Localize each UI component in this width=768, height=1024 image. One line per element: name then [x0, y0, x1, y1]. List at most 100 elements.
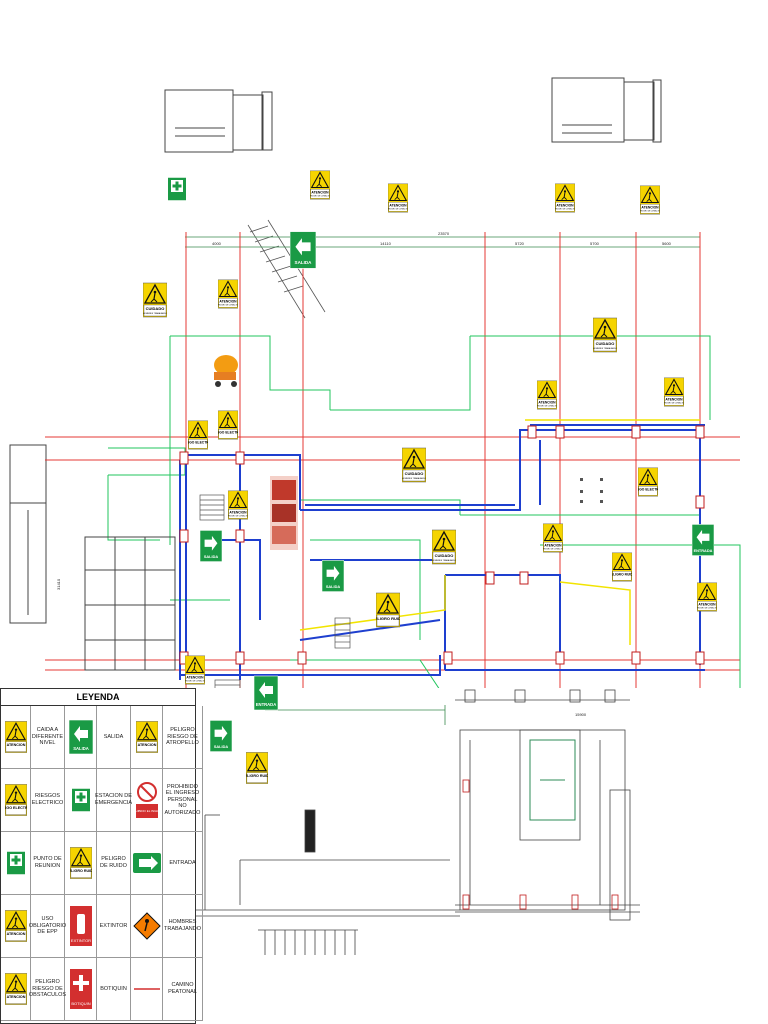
- svg-text:ATENCION: ATENCION: [6, 743, 25, 747]
- svg-text:ATENCION: ATENCION: [6, 995, 25, 999]
- dimension-label: 15900: [575, 712, 587, 717]
- svg-text:SALIDA: SALIDA: [326, 585, 341, 589]
- legend-icon: SALIDA: [65, 706, 97, 769]
- svg-text:RIESGO ELECTRICO: RIESGO ELECTRICO: [5, 806, 27, 810]
- legend-label: RIESGOS ELECTRICO: [31, 769, 65, 832]
- atencion-sign: ATENCION PELIGRO DE CONTACTO: [184, 648, 206, 697]
- legend-label: PELIGRO RIESGO DE OBSTACULOS: [29, 958, 66, 1021]
- svg-text:PELIGRO RUIDO: PELIGRO RUIDO: [612, 572, 632, 576]
- salida-sign: SALIDA: [209, 708, 233, 769]
- svg-text:PELIGRO DE CONTACTO: PELIGRO DE CONTACTO: [185, 680, 205, 683]
- salida-sign: SALIDA: [321, 548, 345, 609]
- legend-icon: ATENCION: [1, 895, 31, 958]
- svg-text:ENTRADA: ENTRADA: [694, 549, 713, 553]
- dimension-label: 23570: [438, 231, 450, 236]
- svg-text:HOMBRES TRABAJANDO: HOMBRES TRABAJANDO: [593, 347, 617, 350]
- dimension-label: 5600: [662, 241, 672, 246]
- truck-top-left: [164, 89, 273, 153]
- svg-text:PELIGRO DE CONTACTO: PELIGRO DE CONTACTO: [218, 304, 238, 307]
- svg-text:ATENCION: ATENCION: [556, 203, 574, 207]
- svg-text:BOTIQUIN: BOTIQUIN: [71, 1001, 90, 1006]
- atencion-sign: ATENCION PELIGRO DE CONTACTO: [387, 178, 409, 223]
- legend-icon: RIESGO ELECTRICO: [1, 769, 31, 832]
- svg-text:CUIDADO: CUIDADO: [405, 471, 424, 476]
- legend-label: EXTINTOR: [97, 895, 131, 958]
- scaffold-left: [84, 536, 176, 671]
- equipment-panel: [270, 476, 298, 550]
- svg-text:ENTRADA: ENTRADA: [256, 702, 276, 707]
- svg-text:PELIGRO DE CONTACTO: PELIGRO DE CONTACTO: [555, 208, 575, 211]
- svg-text:ATENCION: ATENCION: [6, 932, 25, 936]
- atencion-sign: ATENCION PELIGRO DE CONTACTO: [309, 165, 331, 210]
- svg-text:PELIGRO RUIDO: PELIGRO RUIDO: [246, 774, 268, 778]
- svg-text:PELIGRO DE CONTACTO: PELIGRO DE CONTACTO: [664, 402, 684, 405]
- svg-text:RIESGO ELECTRICO: RIESGO ELECTRICO: [188, 440, 208, 444]
- legend-icon: [1, 832, 31, 895]
- legend-icon: [65, 769, 97, 832]
- svg-text:ATENCION: ATENCION: [538, 400, 556, 404]
- lower-structure: [195, 689, 640, 955]
- svg-text:RIESGO ELECTRICO: RIESGO ELECTRICO: [638, 487, 658, 491]
- dimension-label: 14110: [380, 241, 392, 246]
- peligro-ruido-sign: PELIGRO RUIDO: [372, 585, 404, 640]
- legend-label: USO OBLIGATORIO DE EPP: [29, 895, 66, 958]
- svg-text:CUIDADO: CUIDADO: [596, 341, 615, 346]
- legend-title: LEYENDA: [1, 689, 195, 706]
- small-stairs: [199, 494, 351, 688]
- legend-icon: EXTINTOR: [65, 895, 97, 958]
- svg-text:PELIGRO DE CONTACTO: PELIGRO DE CONTACTO: [388, 208, 408, 211]
- legend-label: BOTIQUIN: [97, 958, 131, 1021]
- legend-label: PELIGRO DE RUIDO: [97, 832, 131, 895]
- svg-text:PELIGRO DE CONTACTO: PELIGRO DE CONTACTO: [310, 195, 330, 198]
- legend-icon: ATENCION: [1, 958, 31, 1021]
- legend-icon: PROHIBIDO EL INGRESO: [131, 769, 163, 832]
- atencion-sign: ATENCION PELIGRO DE CONTACTO: [536, 373, 558, 422]
- yellow-lines: [299, 419, 700, 645]
- legend-icon: [131, 895, 163, 958]
- svg-text:CUIDADO: CUIDADO: [146, 306, 165, 311]
- svg-text:SALIDA: SALIDA: [73, 746, 89, 751]
- svg-text:PELIGRO DE CONTACTO: PELIGRO DE CONTACTO: [537, 405, 557, 408]
- peligro-ruido-sign: PELIGRO RUIDO: [242, 740, 272, 801]
- concrete-mixer-icon: [214, 355, 238, 387]
- atencion-sign: ATENCION PELIGRO DE CONTACTO: [542, 516, 564, 565]
- dimension-label: 5720: [515, 241, 525, 246]
- riesgo-electrico-sign: RIESGO ELECTRICO: [631, 462, 665, 507]
- svg-text:PELIGRO RUIDO: PELIGRO RUIDO: [70, 869, 92, 873]
- salida-sign: SALIDA: [199, 518, 223, 579]
- svg-text:SALIDA: SALIDA: [295, 260, 313, 265]
- legend-icon: [131, 832, 163, 895]
- svg-text:SALIDA: SALIDA: [204, 555, 219, 559]
- legend-grid: ATENCION CAIDA A DIFERENTE NIVEL SALIDA …: [1, 706, 203, 1021]
- atencion-sign: ATENCION PELIGRO DE CONTACTO: [554, 178, 576, 223]
- riesgo-electrico-sign: RIESGO ELECTRICO: [181, 418, 215, 457]
- legend-label: CAIDA A DIFERENTE NIVEL: [31, 706, 65, 769]
- svg-text:ATENCION: ATENCION: [186, 675, 204, 679]
- legend-icon: ATENCION: [131, 706, 163, 769]
- legend-label: SALIDA: [97, 706, 131, 769]
- punto-reunion-sign: [168, 166, 186, 217]
- atencion-sign: ATENCION PELIGRO DE CONTACTO: [227, 483, 249, 532]
- svg-text:ATENCION: ATENCION: [311, 190, 329, 194]
- legend-icon: PELIGRO RUIDO: [65, 832, 97, 895]
- atencion-sign: ATENCION PELIGRO DE CONTACTO: [696, 575, 718, 624]
- legend-label: CAMINO PEATONAL: [163, 958, 203, 1021]
- entrada-sign: ENTRADA: [691, 512, 715, 573]
- svg-text:PELIGRO DE CONTACTO: PELIGRO DE CONTACTO: [697, 607, 717, 610]
- legend-icon: [131, 958, 163, 1021]
- svg-text:ATENCION: ATENCION: [389, 203, 407, 207]
- svg-text:HOMBRES TRABAJANDO: HOMBRES TRABAJANDO: [402, 477, 426, 480]
- svg-text:ATENCION: ATENCION: [229, 510, 247, 514]
- cuidado-sign: CUIDADO HOMBRES TRABAJANDO: [431, 517, 456, 582]
- cuidado-sign: CUIDADO HOMBRES TRABAJANDO: [401, 436, 426, 499]
- dimension-label: 4000: [212, 241, 222, 246]
- svg-text:ATENCION: ATENCION: [219, 299, 237, 303]
- legend-icon: BOTIQUIN: [65, 958, 97, 1021]
- svg-text:RIESGO ELECTRICO: RIESGO ELECTRICO: [218, 430, 238, 434]
- svg-text:HOMBRES TRABAJANDO: HOMBRES TRABAJANDO: [143, 312, 167, 315]
- svg-text:PELIGRO RUIDO: PELIGRO RUIDO: [376, 616, 400, 621]
- dimension-line-top: 4000 14110 5720 5700 5600 23570: [185, 231, 700, 248]
- atencion-sign: ATENCION PELIGRO DE CONTACTO: [663, 370, 685, 419]
- dimension-label: 5700: [590, 241, 600, 246]
- atencion-sign: ATENCION PELIGRO DE CONTACTO: [639, 180, 661, 225]
